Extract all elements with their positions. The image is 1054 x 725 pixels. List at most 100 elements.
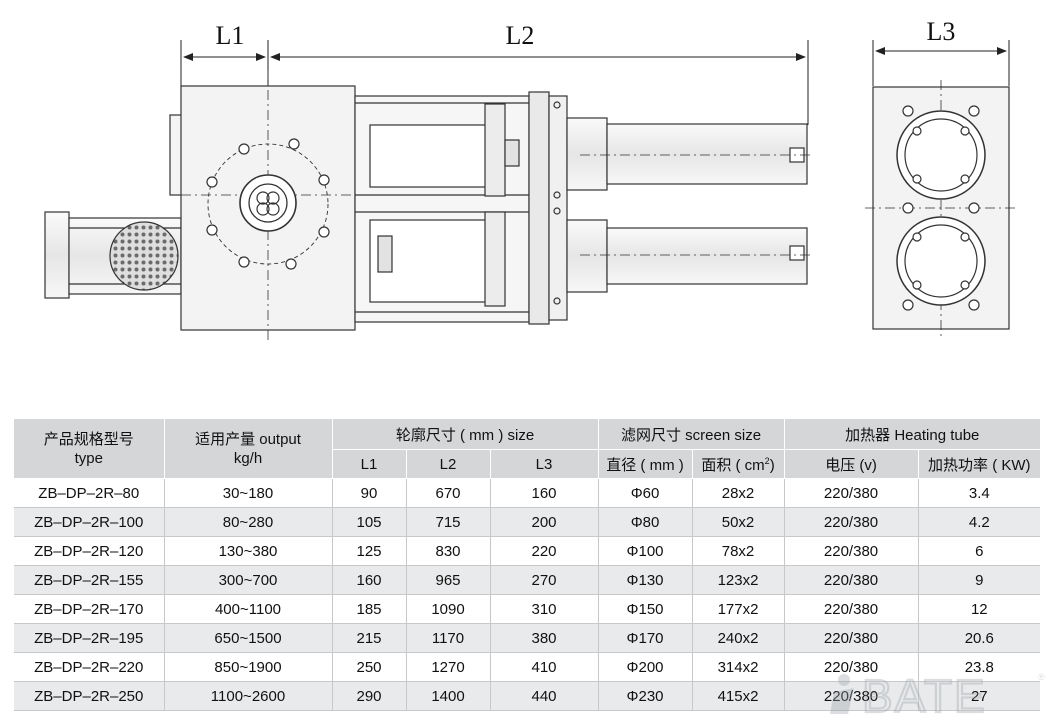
header-output-unit: kg/h bbox=[233, 449, 263, 467]
cell-voltage: 220/380 bbox=[784, 652, 919, 682]
cell-area: 50x2 bbox=[692, 507, 785, 537]
header-model-en: type bbox=[74, 449, 103, 467]
header-area-close: ) bbox=[769, 456, 775, 474]
cell-area: 78x2 bbox=[692, 536, 785, 566]
cell-diameter: Φ170 bbox=[598, 623, 693, 653]
cell-output: 130~380 bbox=[164, 536, 333, 566]
cell-output: 650~1500 bbox=[164, 623, 333, 653]
header-area: 面积 ( cm2) bbox=[692, 449, 785, 479]
cell-l1: 290 bbox=[332, 681, 407, 711]
cell-model: ZB–DP–2R–170 bbox=[14, 594, 165, 624]
cell-output: 400~1100 bbox=[164, 594, 333, 624]
cell-diameter: Φ130 bbox=[598, 565, 693, 595]
header-l2: L2 bbox=[406, 449, 491, 479]
cell-l2: 1270 bbox=[406, 652, 491, 682]
cell-power: 4.2 bbox=[918, 507, 1041, 537]
cell-area: 123x2 bbox=[692, 565, 785, 595]
cell-output: 30~180 bbox=[164, 478, 333, 508]
cell-l3: 310 bbox=[490, 594, 599, 624]
header-model: 产品规格型号 type bbox=[14, 419, 165, 479]
cell-l2: 1170 bbox=[406, 623, 491, 653]
bate-logo: BATE ® bbox=[830, 669, 1045, 718]
cell-model: ZB–DP–2R–120 bbox=[14, 536, 165, 566]
screen-changer-side-view bbox=[44, 70, 810, 340]
cell-power: 23.8 bbox=[918, 652, 1041, 682]
cell-power: 12 bbox=[918, 594, 1041, 624]
cell-l2: 830 bbox=[406, 536, 491, 566]
cell-voltage: 220/380 bbox=[784, 594, 919, 624]
cell-l3: 380 bbox=[490, 623, 599, 653]
bate-logo-text: BATE bbox=[862, 670, 987, 718]
header-diameter: 直径 ( mm ) bbox=[598, 449, 693, 479]
header-l3: L3 bbox=[490, 449, 599, 479]
cell-diameter: Φ100 bbox=[598, 536, 693, 566]
header-voltage: 电压 (v) bbox=[784, 449, 919, 479]
cell-power: 9 bbox=[918, 565, 1041, 595]
cell-l2: 1400 bbox=[406, 681, 491, 711]
cell-output: 80~280 bbox=[164, 507, 333, 537]
cell-diameter: Φ200 bbox=[598, 652, 693, 682]
header-power: 加热功率 ( KW) bbox=[918, 449, 1041, 479]
cell-model: ZB–DP–2R–155 bbox=[14, 565, 165, 595]
cell-area: 28x2 bbox=[692, 478, 785, 508]
cell-l2: 1090 bbox=[406, 594, 491, 624]
cell-l2: 670 bbox=[406, 478, 491, 508]
cell-l3: 200 bbox=[490, 507, 599, 537]
bate-logo-registered: ® bbox=[1038, 672, 1045, 682]
cell-l3: 410 bbox=[490, 652, 599, 682]
cell-l3: 270 bbox=[490, 565, 599, 595]
cell-l2: 715 bbox=[406, 507, 491, 537]
header-l1: L1 bbox=[332, 449, 407, 479]
cell-output: 1100~2600 bbox=[164, 681, 333, 711]
cell-l1: 215 bbox=[332, 623, 407, 653]
table-header-row-2: L1 L2 L3 直径 ( mm ) 面积 ( cm2) 电压 (v) 加热功率… bbox=[14, 449, 1041, 479]
header-output: 适用产量 output kg/h bbox=[164, 419, 333, 479]
cell-l1: 185 bbox=[332, 594, 407, 624]
technical-drawing: L1 L2 L3 bbox=[44, 17, 1017, 340]
cell-voltage: 220/380 bbox=[784, 681, 919, 711]
cell-model: ZB–DP–2R–80 bbox=[14, 478, 165, 508]
cell-area: 314x2 bbox=[692, 652, 785, 682]
cell-voltage: 220/380 bbox=[784, 507, 919, 537]
dimension-label-l2: L2 bbox=[506, 21, 535, 50]
cell-voltage: 220/380 bbox=[784, 478, 919, 508]
header-model-cn: 产品规格型号 bbox=[43, 430, 134, 448]
cell-model: ZB–DP–2R–250 bbox=[14, 681, 165, 711]
cell-model: ZB–DP–2R–220 bbox=[14, 652, 165, 682]
cell-l3: 220 bbox=[490, 536, 599, 566]
dimension-lines bbox=[180, 40, 1010, 125]
cell-diameter: Φ150 bbox=[598, 594, 693, 624]
cell-power: 6 bbox=[918, 536, 1041, 566]
cell-l1: 160 bbox=[332, 565, 407, 595]
cell-model: ZB–DP–2R–100 bbox=[14, 507, 165, 537]
cell-output: 850~1900 bbox=[164, 652, 333, 682]
dimension-label-l3: L3 bbox=[927, 17, 956, 46]
header-heater-group: 加热器 Heating tube bbox=[784, 419, 1041, 450]
table-header-row-1: 产品规格型号 type 适用产量 output kg/h 轮廓尺寸 ( mm )… bbox=[14, 419, 1041, 479]
cell-output: 300~700 bbox=[164, 565, 333, 595]
spec-table: 产品规格型号 type 适用产量 output kg/h 轮廓尺寸 ( mm )… bbox=[14, 419, 1041, 711]
cell-l2: 965 bbox=[406, 565, 491, 595]
cell-l1: 90 bbox=[332, 478, 407, 508]
header-area-text: 面积 ( cm bbox=[701, 456, 765, 474]
cell-power: 20.6 bbox=[918, 623, 1041, 653]
header-size-group: 轮廓尺寸 ( mm ) size bbox=[332, 419, 599, 450]
header-area-sup: 2 bbox=[764, 455, 770, 466]
cell-voltage: 220/380 bbox=[784, 536, 919, 566]
dimension-label-l1: L1 bbox=[216, 21, 245, 50]
cell-voltage: 220/380 bbox=[784, 623, 919, 653]
header-screen-group: 滤网尺寸 screen size bbox=[598, 419, 785, 450]
cell-model: ZB–DP–2R–195 bbox=[14, 623, 165, 653]
screen-changer-end-view bbox=[865, 80, 1017, 340]
header-output-cn: 适用产量 output bbox=[195, 430, 301, 448]
cell-l1: 250 bbox=[332, 652, 407, 682]
